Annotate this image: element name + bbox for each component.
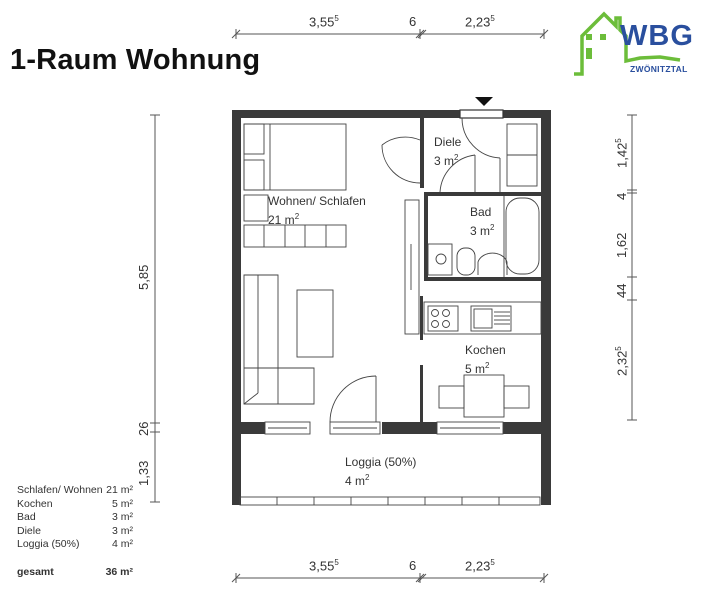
dim-left-3: 1,33 [136, 460, 151, 486]
logo-subtitle: ZWÖNITZTAL [630, 64, 688, 74]
dim-right-1: 1,425 [614, 138, 630, 168]
dim-top-1: 3,555 [309, 14, 339, 30]
dim-right-5: 2,325 [614, 346, 630, 376]
dim-right-3: 1,62 [614, 232, 629, 258]
room-label-diele: Diele 3 m2 [434, 135, 462, 168]
house-logo-icon [574, 11, 681, 76]
wbg-logo: WBG ZWÖNITZTAL [570, 6, 695, 81]
dim-bottom-1: 3,555 [309, 558, 339, 574]
dim-top-2: 6 [409, 14, 417, 29]
room-label-loggia: Loggia (50%) 4 m2 [345, 455, 417, 488]
dim-left-1: 5,85 [136, 264, 151, 290]
entrance-marker-icon [475, 97, 493, 106]
dim-left-2: 26 [136, 421, 151, 436]
room-label-wohnen: Wohnen/ Schlafen 21 m2 [268, 194, 366, 227]
dim-bottom-3: 2,235 [465, 558, 495, 574]
dim-top-3: 2,235 [465, 14, 495, 30]
dim-right-2: 4 [614, 192, 629, 200]
page-title: 1-Raum Wohnung [10, 44, 261, 76]
walls [232, 110, 551, 505]
room-label-kochen: Kochen 5 m2 [465, 343, 506, 376]
dim-right-4: 44 [614, 283, 629, 298]
logo-wordmark: WBG [620, 20, 694, 52]
dim-bottom-2: 6 [409, 558, 417, 573]
area-row: Loggia (50%)4 m² [17, 538, 133, 550]
room-label-bad: Bad 3 m2 [470, 205, 495, 238]
